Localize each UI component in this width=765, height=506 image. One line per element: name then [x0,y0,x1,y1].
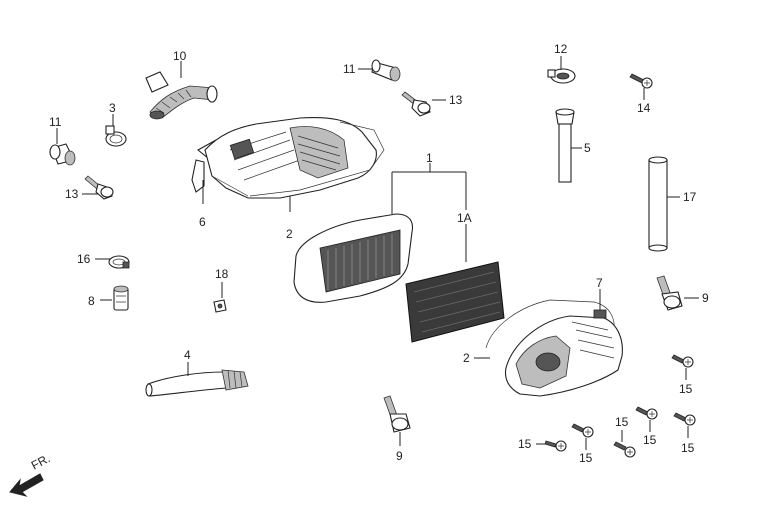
part-15-screw-a [671,354,694,368]
part-6-air-cleaner-case-upper [191,117,377,199]
part-1-air-filter-element [293,213,414,303]
part-15-screw-e [544,440,567,452]
label-15-e: 15 [518,437,532,451]
label-14: 14 [637,101,651,115]
label-7: 7 [596,276,603,290]
part-12-clamp [547,68,576,84]
part-9-bolt-bottom [383,395,411,433]
label-9-right: 9 [702,291,709,305]
label-12: 12 [554,42,568,56]
label-15-c: 15 [681,441,695,455]
part-15-screw-d [571,423,594,438]
part-16-clip [108,255,130,269]
part-11-cap-top [371,59,401,82]
part-9-bolt-right [656,275,683,311]
part-15-screw-b [635,406,658,420]
label-5: 5 [584,141,591,155]
part-10-intake-duct [145,71,218,120]
front-arrow-icon [9,473,44,497]
part-15-screw-c [673,412,696,426]
label-15-a: 15 [679,382,693,396]
label-15-b: 15 [643,433,657,447]
label-13-left: 13 [65,187,79,201]
part-3-hose-clamp [105,125,127,147]
part-2-gasket-upper [249,121,385,197]
label-8: 8 [88,294,95,308]
label-11-top: 11 [343,62,356,76]
label-17: 17 [683,190,697,204]
part-8-plug [113,285,129,311]
part-7-air-cleaner-case-lower [485,299,623,397]
part-13-bolt-top [401,91,431,117]
label-15-f: 15 [615,415,629,429]
label-13-top: 13 [449,93,463,107]
label-10: 10 [173,49,187,63]
label-1: 1 [426,151,433,165]
label-6: 6 [199,215,206,229]
part-13-bolt-left [84,175,114,200]
label-16: 16 [77,252,91,266]
part-18-clip-nut [213,299,227,313]
part-4-drain-hose [145,369,249,397]
label-1A: 1A [457,211,472,225]
label-2-upper: 2 [286,227,293,241]
label-4: 4 [184,348,191,362]
part-15-screw-f [613,441,636,458]
part-11-cap-left [49,143,76,166]
label-15-d: 15 [579,451,593,465]
part-14-screw [629,73,653,89]
part-17-tube [648,156,668,252]
label-2-lower: 2 [463,351,470,365]
part-5-drain-tube [555,108,575,183]
label-9-bottom: 9 [396,449,403,463]
front-indicator-label: FR. [29,451,53,472]
label-18: 18 [215,267,229,281]
part-1A-filter-sponge [405,261,505,343]
label-3: 3 [109,101,116,115]
label-11-left: 11 [49,115,62,129]
